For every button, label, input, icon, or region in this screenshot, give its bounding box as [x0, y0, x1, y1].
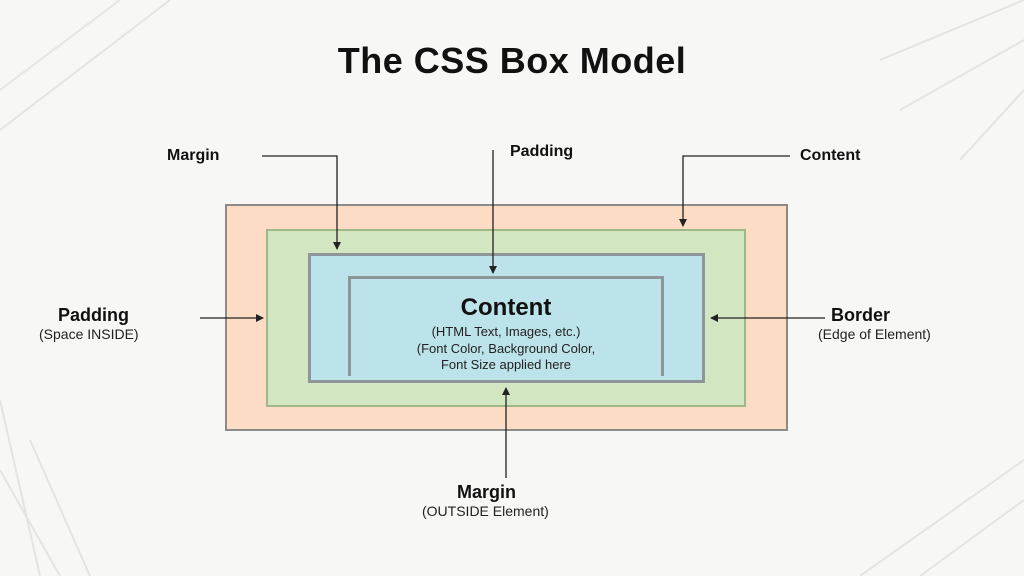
label-padding-left: Padding [58, 305, 129, 325]
label-border-right-sub: (Edge of Element) [818, 326, 931, 342]
content-line-1: (HTML Text, Images, etc.) [431, 324, 581, 339]
label-margin-top: Margin [167, 147, 220, 164]
label-padding-left-sub: (Space INSIDE) [39, 326, 139, 342]
label-border-right: Border [831, 305, 891, 325]
content-line-3: Font Size applied here [440, 357, 572, 372]
label-margin-bottom-sub: (OUTSIDE Element) [422, 503, 549, 519]
page-title: The CSS Box Model [337, 40, 687, 81]
content-line-2: (Font Color, Background Color, [416, 341, 596, 356]
label-margin-bottom: Margin [457, 482, 517, 502]
label-padding-top: Padding [510, 143, 574, 160]
content-title: Content [460, 294, 552, 321]
content-box [348, 276, 664, 376]
label-content-top: Content [800, 147, 861, 164]
